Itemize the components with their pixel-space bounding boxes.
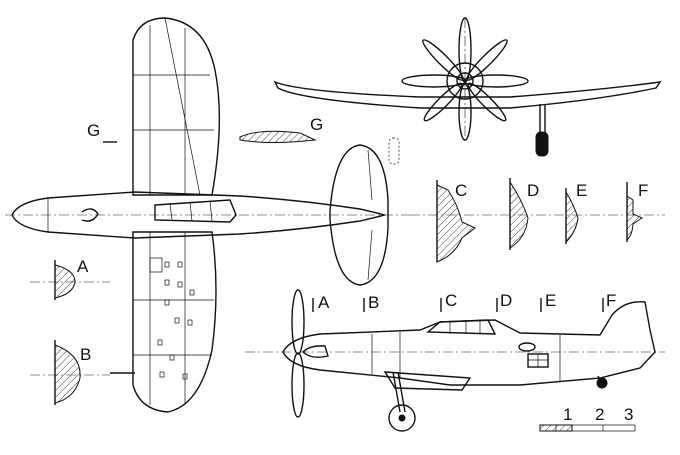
- label-g-airfoil: G: [310, 115, 323, 134]
- prop-blade-upper: [291, 289, 305, 355]
- section-g: G G: [87, 115, 323, 143]
- label-g-plan: G: [87, 121, 100, 140]
- lower-wing: [132, 231, 217, 413]
- scale-tick-3: 3: [624, 405, 633, 424]
- plan-view: [5, 17, 410, 413]
- side-label-d: D: [500, 291, 512, 310]
- front-view: [273, 17, 662, 157]
- front-wheel: [535, 131, 549, 157]
- side-label-c: C: [445, 291, 457, 310]
- side-label-e: E: [545, 291, 556, 310]
- canopy-plan: [154, 199, 237, 223]
- sections-cdef: C D E F: [410, 178, 665, 263]
- section-label-d: D: [527, 181, 539, 200]
- sections-ab: A B: [30, 257, 110, 405]
- side-view: A B C D E F: [245, 289, 665, 432]
- section-label-f: F: [638, 181, 648, 200]
- scale-tick-2: 2: [595, 405, 604, 424]
- main-wheel-side: [388, 404, 416, 432]
- tailplane-plan: [329, 144, 389, 286]
- section-label-e: E: [576, 181, 587, 200]
- scale-tick-1: 1: [563, 405, 572, 424]
- scale-bar: 1 2 3: [539, 405, 636, 432]
- fuselage-side: [282, 301, 656, 386]
- side-label-a: A: [318, 293, 330, 312]
- prop-blade-lower: [291, 352, 305, 418]
- side-label-b: B: [368, 293, 379, 312]
- front-wing: [273, 80, 662, 109]
- section-label-b: B: [80, 345, 91, 364]
- upper-wing: [132, 17, 221, 196]
- side-label-f: F: [606, 291, 616, 310]
- section-label-c: C: [455, 181, 467, 200]
- section-label-a: A: [77, 257, 89, 276]
- fuselage-plan: [11, 191, 386, 239]
- canopy-side: [426, 319, 497, 335]
